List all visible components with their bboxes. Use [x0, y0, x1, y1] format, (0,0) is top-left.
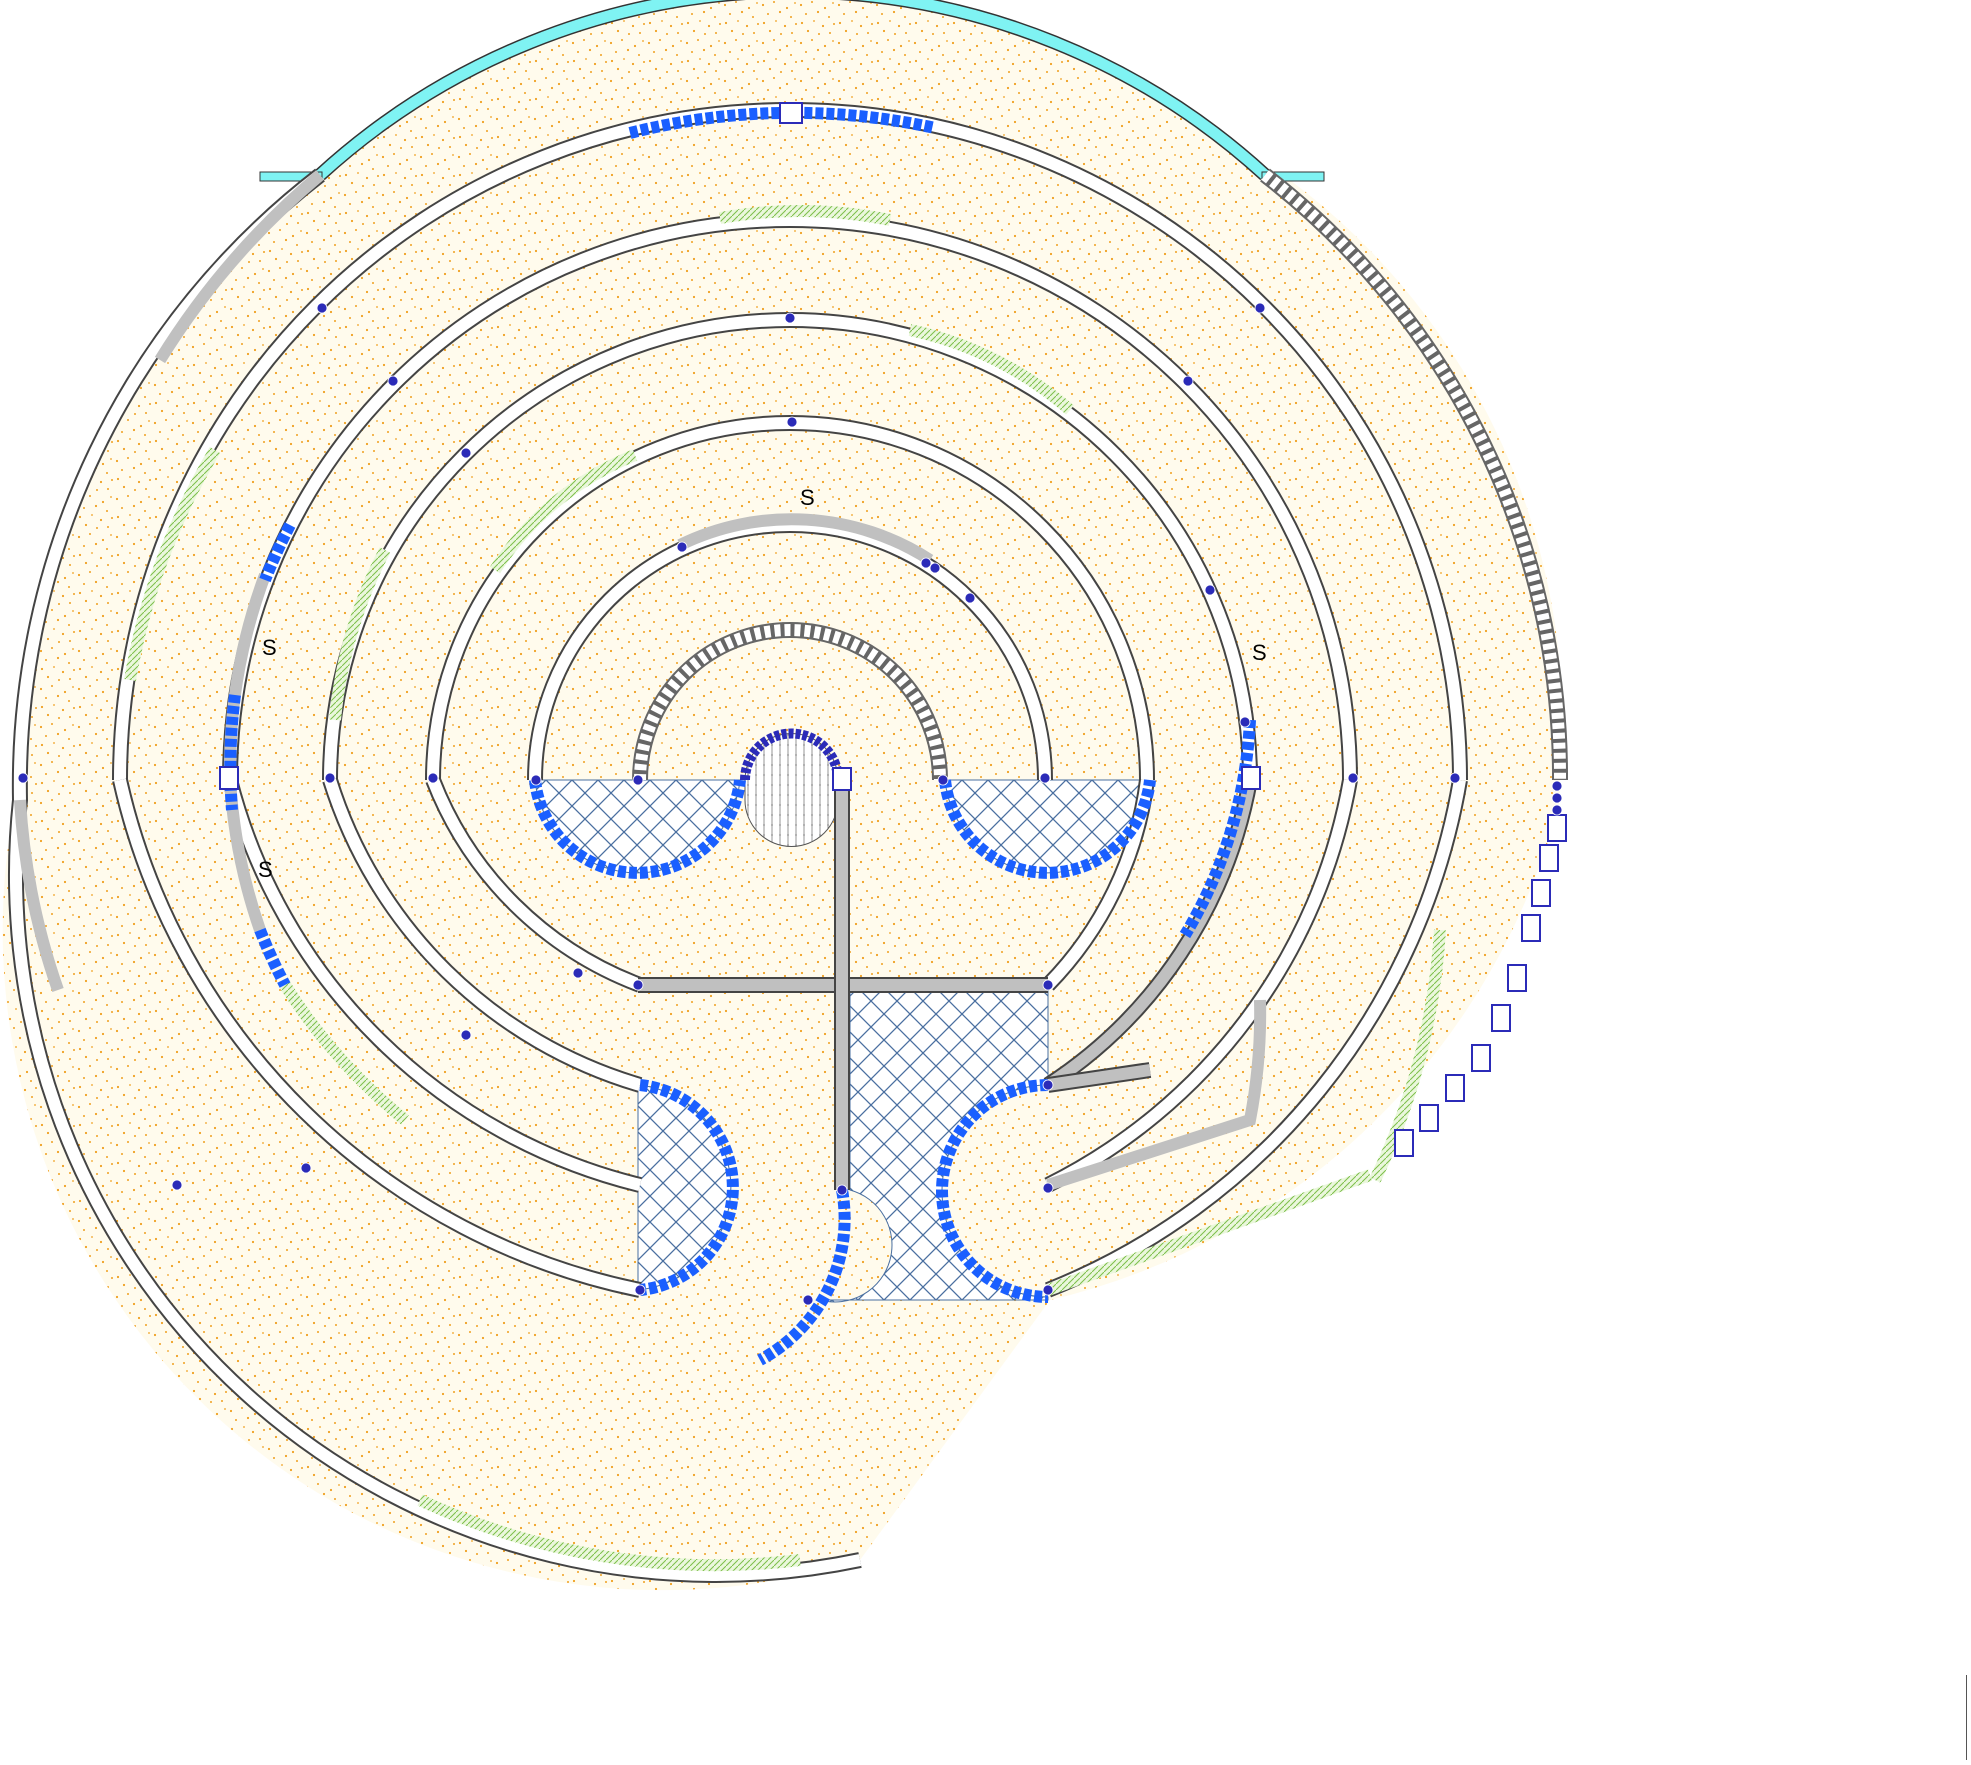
- coil-arc-left-mid: [224, 694, 241, 811]
- ring-outer-green: [417, 1494, 801, 1572]
- square-marker-top: [779, 102, 803, 124]
- coil-arc-lower-left: [639, 1079, 739, 1296]
- ring-5-green-top: [908, 324, 1074, 415]
- ring-4-green-left: [329, 547, 391, 721]
- ring-4-green-top: [718, 205, 892, 226]
- ring-3-gray-lower-right: [1046, 999, 1267, 1191]
- ring-2-green-left: [124, 446, 221, 682]
- label-s-right: S: [1252, 640, 1267, 665]
- ring-6-gray-top: [677, 513, 934, 566]
- coil-arc-top: [628, 106, 937, 139]
- coil-arc-lower-center: [757, 1188, 851, 1366]
- coil-arc-left-s: [259, 522, 296, 583]
- ring-3-green-left: [279, 981, 409, 1125]
- square-markers: [219, 102, 1261, 791]
- coil-arc-right-mid: [1179, 719, 1256, 939]
- square-marker-left: [219, 766, 239, 790]
- square-marker-right: [1241, 766, 1261, 790]
- square-marker-center: [832, 767, 852, 791]
- coil-arc-right-inner: [939, 779, 1156, 879]
- pin-dots: [17, 302, 1563, 1306]
- ring-2-green-right: [1369, 929, 1446, 1183]
- coil-arc-left-inner: [529, 779, 746, 879]
- coil-arc-center-top: [740, 728, 843, 781]
- cyan-bar-right: [1261, 171, 1325, 182]
- corner-frame-mark: [1966, 1675, 1970, 1760]
- coil-arcs: [224, 106, 1256, 1366]
- label-s-left-lower: S: [258, 857, 273, 882]
- cyan-bar-left: [259, 171, 323, 182]
- ring-6-green-left: [489, 449, 638, 574]
- coil-arc-lower-right: [936, 1079, 1049, 1303]
- ring-2-green-bottom: [1045, 1169, 1373, 1296]
- center-disc: [744, 733, 839, 847]
- right-blocks: [1394, 814, 1567, 1157]
- label-s-top: S: [800, 485, 815, 510]
- coil-arc-left-low: [254, 927, 291, 988]
- label-s-left-upper: S: [262, 635, 277, 660]
